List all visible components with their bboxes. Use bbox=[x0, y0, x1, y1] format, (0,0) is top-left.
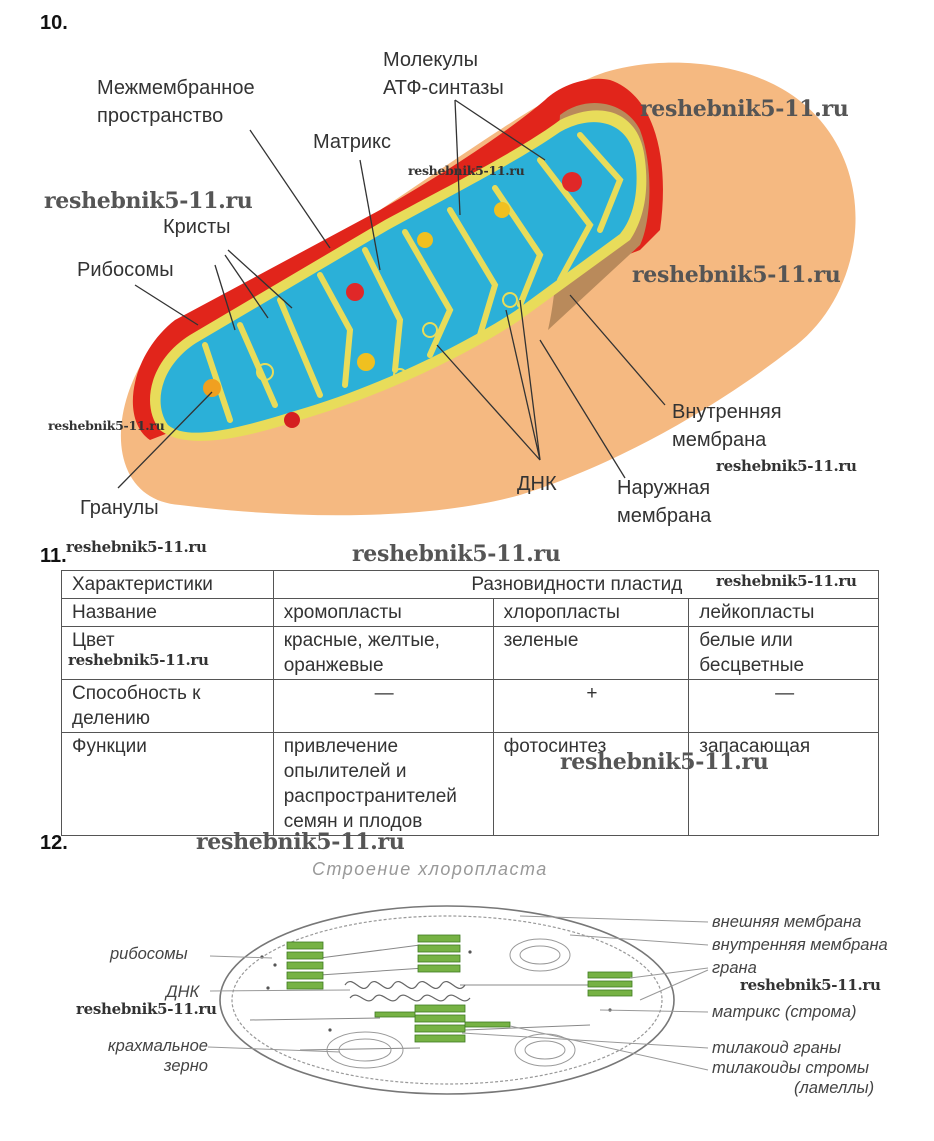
label-dna: ДНК bbox=[517, 473, 557, 495]
grana-stacks bbox=[286, 934, 633, 1043]
header-characteristics: Характеристики bbox=[61, 570, 274, 599]
header-plastid-types: Разновидности пластид bbox=[272, 570, 880, 599]
cell-leucoplasts: — bbox=[688, 679, 879, 733]
watermark: reshebnik5-11.ru bbox=[560, 749, 769, 775]
row-key: Цвет bbox=[61, 626, 274, 680]
dna-rings bbox=[256, 292, 518, 382]
section-10-number: 10. bbox=[40, 12, 68, 34]
label-outer-membrane: внешняя мембрана bbox=[712, 913, 862, 931]
watermark: reshebnik5-11.ru bbox=[44, 188, 253, 214]
watermark: reshebnik5-11.ru bbox=[76, 1000, 217, 1018]
watermark: reshebnik5-11.ru bbox=[66, 538, 207, 556]
chloroplast-leader-lines bbox=[207, 915, 709, 1071]
watermark: reshebnik5-11.ru bbox=[640, 96, 849, 122]
label-ribosomes: Рибосомы bbox=[77, 259, 174, 281]
cell-chromoplasts: красные, желтые,оранжевые bbox=[272, 626, 494, 680]
chloroplast-outer-membrane bbox=[219, 905, 675, 1095]
chloroplast-dna bbox=[344, 981, 471, 1002]
label-thylakoid-stroma: тилакоиды стромы (ламеллы) bbox=[712, 1059, 875, 1097]
label-dna: ДНК bbox=[166, 983, 200, 1001]
table-header-row: Характеристики Разновидности пластид bbox=[61, 570, 880, 599]
cristae bbox=[202, 132, 624, 423]
watermark: reshebnik5-11.ru bbox=[196, 829, 405, 855]
starch-grains bbox=[326, 938, 576, 1069]
label-matrix-stroma: матрикс (строма) bbox=[712, 1003, 857, 1021]
chloroplast-inner-membrane bbox=[231, 915, 663, 1085]
mitochondrion-matrix bbox=[160, 122, 637, 433]
stroma-lamellae bbox=[249, 944, 595, 1051]
leader-lines bbox=[117, 99, 666, 489]
chloroplast-title: Строение хлоропласта bbox=[312, 859, 548, 879]
section-11-number: 11. bbox=[40, 545, 67, 567]
watermark: reshebnik5-11.ru bbox=[352, 541, 561, 567]
cell-chloroplasts: фотосинтез bbox=[492, 732, 690, 836]
label-inner-membrane: внутренняя мембрана bbox=[712, 936, 888, 954]
cell-leucoplasts: запасающая bbox=[688, 732, 879, 836]
section-12-number: 12. bbox=[40, 832, 68, 854]
label-ribosomes: рибосомы bbox=[110, 945, 188, 963]
watermark: reshebnik5-11.ru bbox=[68, 651, 209, 669]
cell-chloroplasts: хлоропласты bbox=[492, 598, 690, 627]
label-cristae: Кристы bbox=[163, 216, 231, 238]
label-grana: грана bbox=[712, 959, 757, 977]
row-key: Функции bbox=[61, 732, 274, 836]
watermark: reshebnik5-11.ru bbox=[408, 163, 525, 178]
watermark: reshebnik5-11.ru bbox=[740, 976, 881, 994]
watermark: reshebnik5-11.ru bbox=[48, 418, 165, 433]
label-granules: Гранулы bbox=[80, 497, 159, 519]
plastids-table: Характеристики Разновидности пластид Наз… bbox=[61, 570, 880, 836]
watermark: reshebnik5-11.ru bbox=[716, 457, 857, 475]
label-matrix: Матрикс bbox=[313, 131, 391, 153]
watermark: reshebnik5-11.ru bbox=[716, 572, 857, 590]
label-thylakoid-grana: тилакоид граны bbox=[712, 1039, 841, 1057]
ribosome-dots bbox=[260, 950, 612, 1032]
cell-chromoplasts: хромопласты bbox=[272, 598, 494, 627]
granules bbox=[203, 172, 582, 428]
watermark: reshebnik5-11.ru bbox=[632, 262, 841, 288]
